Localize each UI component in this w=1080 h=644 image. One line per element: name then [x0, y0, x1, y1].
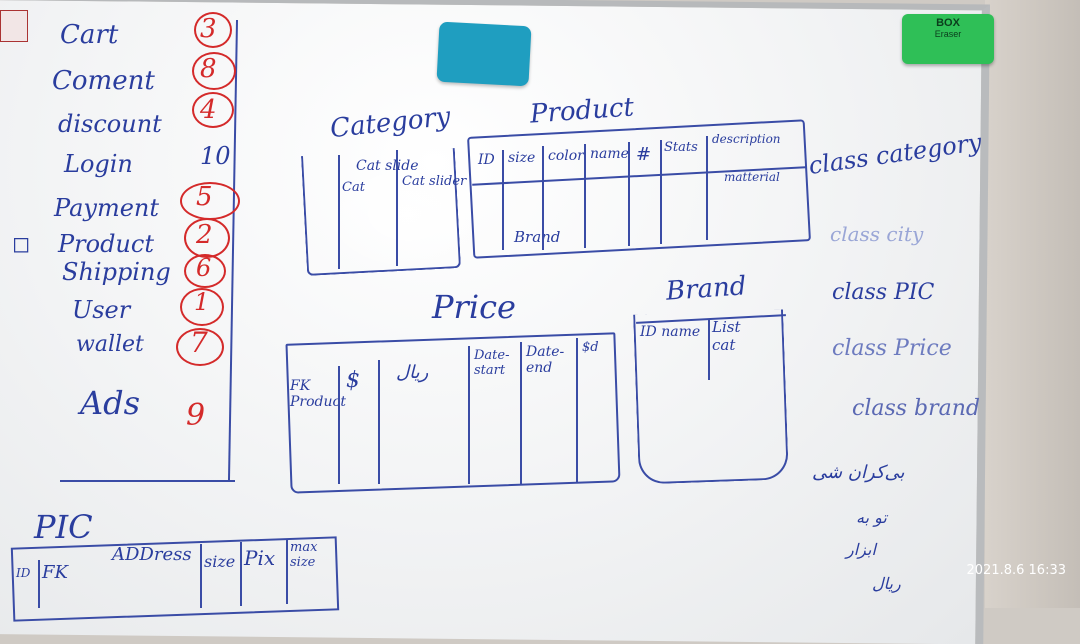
pic-title: PIC [34, 508, 93, 546]
list-item: Coment [52, 66, 155, 96]
list-item: Shipping [62, 258, 171, 286]
pic-col: ID [16, 566, 31, 580]
wall [985, 0, 1080, 608]
list-item: Login [64, 150, 133, 178]
price-col: ریال [396, 362, 429, 383]
table-col-line [338, 155, 340, 269]
product-col: ID [478, 152, 495, 168]
eraser-brand: BOX [936, 17, 960, 29]
table-col-line [286, 540, 288, 604]
red-circle [180, 182, 240, 220]
photo-timestamp: 2021.8.6 16:33 [966, 563, 1067, 578]
list-item: User [72, 296, 131, 324]
red-circle [184, 254, 226, 288]
list-number: 10 [200, 142, 231, 170]
table-col-line [396, 150, 398, 266]
product-col: size [508, 150, 536, 166]
list-bottom-line [60, 480, 235, 482]
list-item: Ads [80, 384, 141, 422]
table-col-line [520, 342, 522, 484]
square-marker: ◻ [12, 232, 31, 257]
price-col: $d [582, 340, 599, 355]
red-circle [176, 328, 224, 366]
product-col: description [712, 132, 781, 146]
table-col-line [576, 338, 578, 482]
product-note: Brand [514, 228, 561, 246]
list-item: Cart [60, 20, 119, 50]
pic-col: Pix [244, 546, 276, 570]
red-circle [184, 218, 230, 258]
price-col: FK Product [290, 378, 346, 410]
red-circle [194, 12, 232, 48]
table-col-line [584, 144, 586, 248]
pic-col: max size [290, 540, 318, 570]
product-col: color [548, 148, 584, 164]
blue-eraser [436, 21, 532, 87]
table-col-line [502, 150, 504, 250]
red-circle [192, 92, 234, 128]
red-circle [192, 52, 236, 90]
table-col-line [378, 360, 380, 484]
table-col-line [660, 140, 662, 244]
persian-note: بی‌کران شی [812, 462, 905, 483]
list-item: Product [58, 230, 154, 258]
brand-col: ID name [640, 324, 701, 340]
table-col-line [240, 542, 242, 606]
table-col-line [706, 136, 708, 240]
persian-note: ابزار [846, 540, 876, 559]
class-item: class city [830, 222, 924, 246]
product-col: # [636, 144, 652, 165]
category-col: Cat slide [356, 158, 419, 174]
table-col-line [38, 560, 40, 608]
category-row: Cat [342, 180, 365, 195]
list-number: 9 [186, 398, 206, 433]
table-col-line [628, 142, 630, 246]
pic-col: ADDress [112, 544, 192, 565]
product-col: name [590, 146, 629, 162]
brand-col: List cat [712, 318, 741, 354]
class-item: class brand [852, 396, 981, 421]
pic-col: FK [42, 562, 68, 583]
class-item: class Price [832, 336, 952, 361]
product-col: Stats [664, 140, 698, 155]
price-col: Date-start [474, 348, 510, 378]
table-col-line [708, 320, 710, 380]
class-item: class PIC [832, 280, 935, 305]
price-title: Price [432, 288, 516, 326]
sticker [0, 10, 28, 42]
table-col-line [200, 544, 202, 608]
table-col-line [468, 346, 470, 484]
product-sub: matterial [724, 170, 780, 184]
table-col-line [338, 366, 340, 484]
eraser-label: Eraser [934, 29, 962, 39]
category-col: Cat slider [402, 174, 467, 189]
green-eraser: BOX Eraser [902, 14, 994, 64]
persian-note: تو به [856, 508, 887, 527]
pic-col: size [204, 552, 236, 571]
list-item: discount [58, 110, 162, 138]
list-item: wallet [76, 332, 144, 357]
price-col: Date-end [526, 344, 565, 376]
list-item: Payment [54, 194, 159, 222]
table-col-line [542, 146, 544, 250]
brand-title: Brand [665, 271, 748, 307]
red-circle [180, 288, 224, 326]
price-col: $ [346, 368, 360, 393]
persian-note: ریال [872, 574, 901, 593]
